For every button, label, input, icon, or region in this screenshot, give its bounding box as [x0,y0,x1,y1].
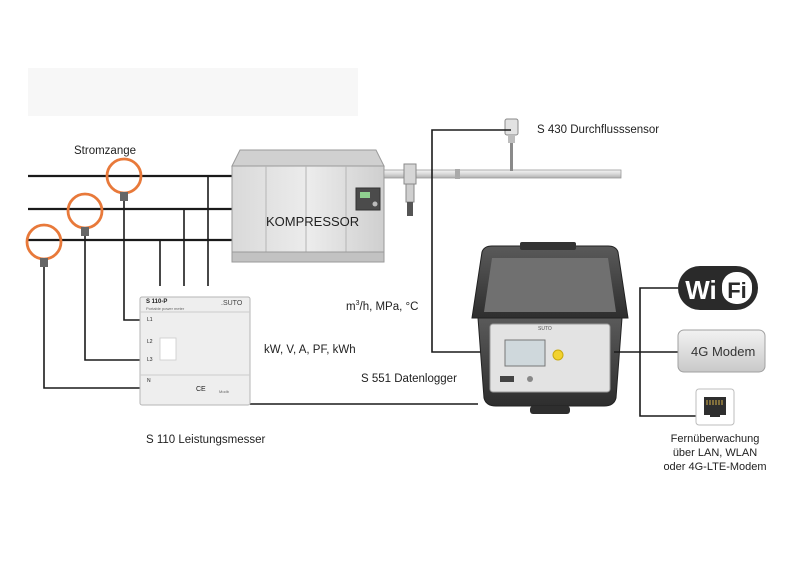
meter-subtitle-text: Portable power meter [146,306,185,311]
meter-model-text: S 110-P [146,299,168,305]
remote-line-2: über LAN, WLAN [672,447,758,459]
logger-screen [504,339,546,367]
modem-box [677,329,766,373]
lan-port-icon [695,388,735,426]
wifi-badge: Wi Fi [678,266,758,310]
remote-line-1: Fernüberwachung [670,433,760,445]
logger-button [552,349,564,361]
meter-ce-text: CE [196,386,206,393]
air-pipe [383,163,622,216]
clamp-plug-3 [40,258,48,267]
sensor-to-logger-wire [431,129,511,353]
flow-units-label: m3/h, MPa, °C [346,300,419,313]
power-meter-label: S 110 Leistungsmesser [146,434,266,446]
clamp-plug-2 [81,227,89,236]
compressor-label: KOMPRESSOR [266,214,360,229]
compressor-control-panel [355,187,381,211]
remote-line-3: oder 4G-LTE-Modem [663,461,767,473]
power-lines [28,174,232,242]
clamp-ring-2 [66,192,104,230]
power-meter-device [139,296,251,406]
clamp-ring-3 [25,223,63,261]
logger-brand-text: SUTO [538,326,552,332]
modem-label: 4G Modem [691,344,756,359]
meter-l3-text: L3 [147,357,153,363]
compressor [231,149,385,263]
datalogger-label: S 551 Datenlogger [361,373,457,385]
remote-monitoring-label: Fernüberwachung über LAN, WLAN oder 4G-L… [660,432,770,474]
pipe-fitting [403,163,417,185]
clamp-plug-1 [120,192,128,201]
meter-n-text: N [147,378,151,384]
background-band [28,68,358,116]
flow-sensor-label: S 430 Durchflusssensor [537,124,660,136]
meter-brand-text: .SUTO [221,300,243,307]
meter-l1-text: L1 [147,317,153,323]
current-clamps [25,157,143,267]
clamp-lead-2 [84,232,140,361]
clamp-lead-1 [123,196,140,321]
connectivity-wiring [614,287,696,417]
meter-modb-text: Modb [219,389,230,394]
meter-wiring [43,176,478,405]
power-units-label: kW, V, A, PF, kWh [264,344,356,356]
flow-sensor [504,118,519,171]
wifi-text-wi: Wi [685,275,717,305]
wifi-text-fi: Fi [727,278,747,303]
clamp-lead-3 [43,262,140,389]
datalogger-case [471,242,629,414]
clamp-label: Stromzange [74,145,137,157]
meter-l2-text: L2 [147,339,153,345]
